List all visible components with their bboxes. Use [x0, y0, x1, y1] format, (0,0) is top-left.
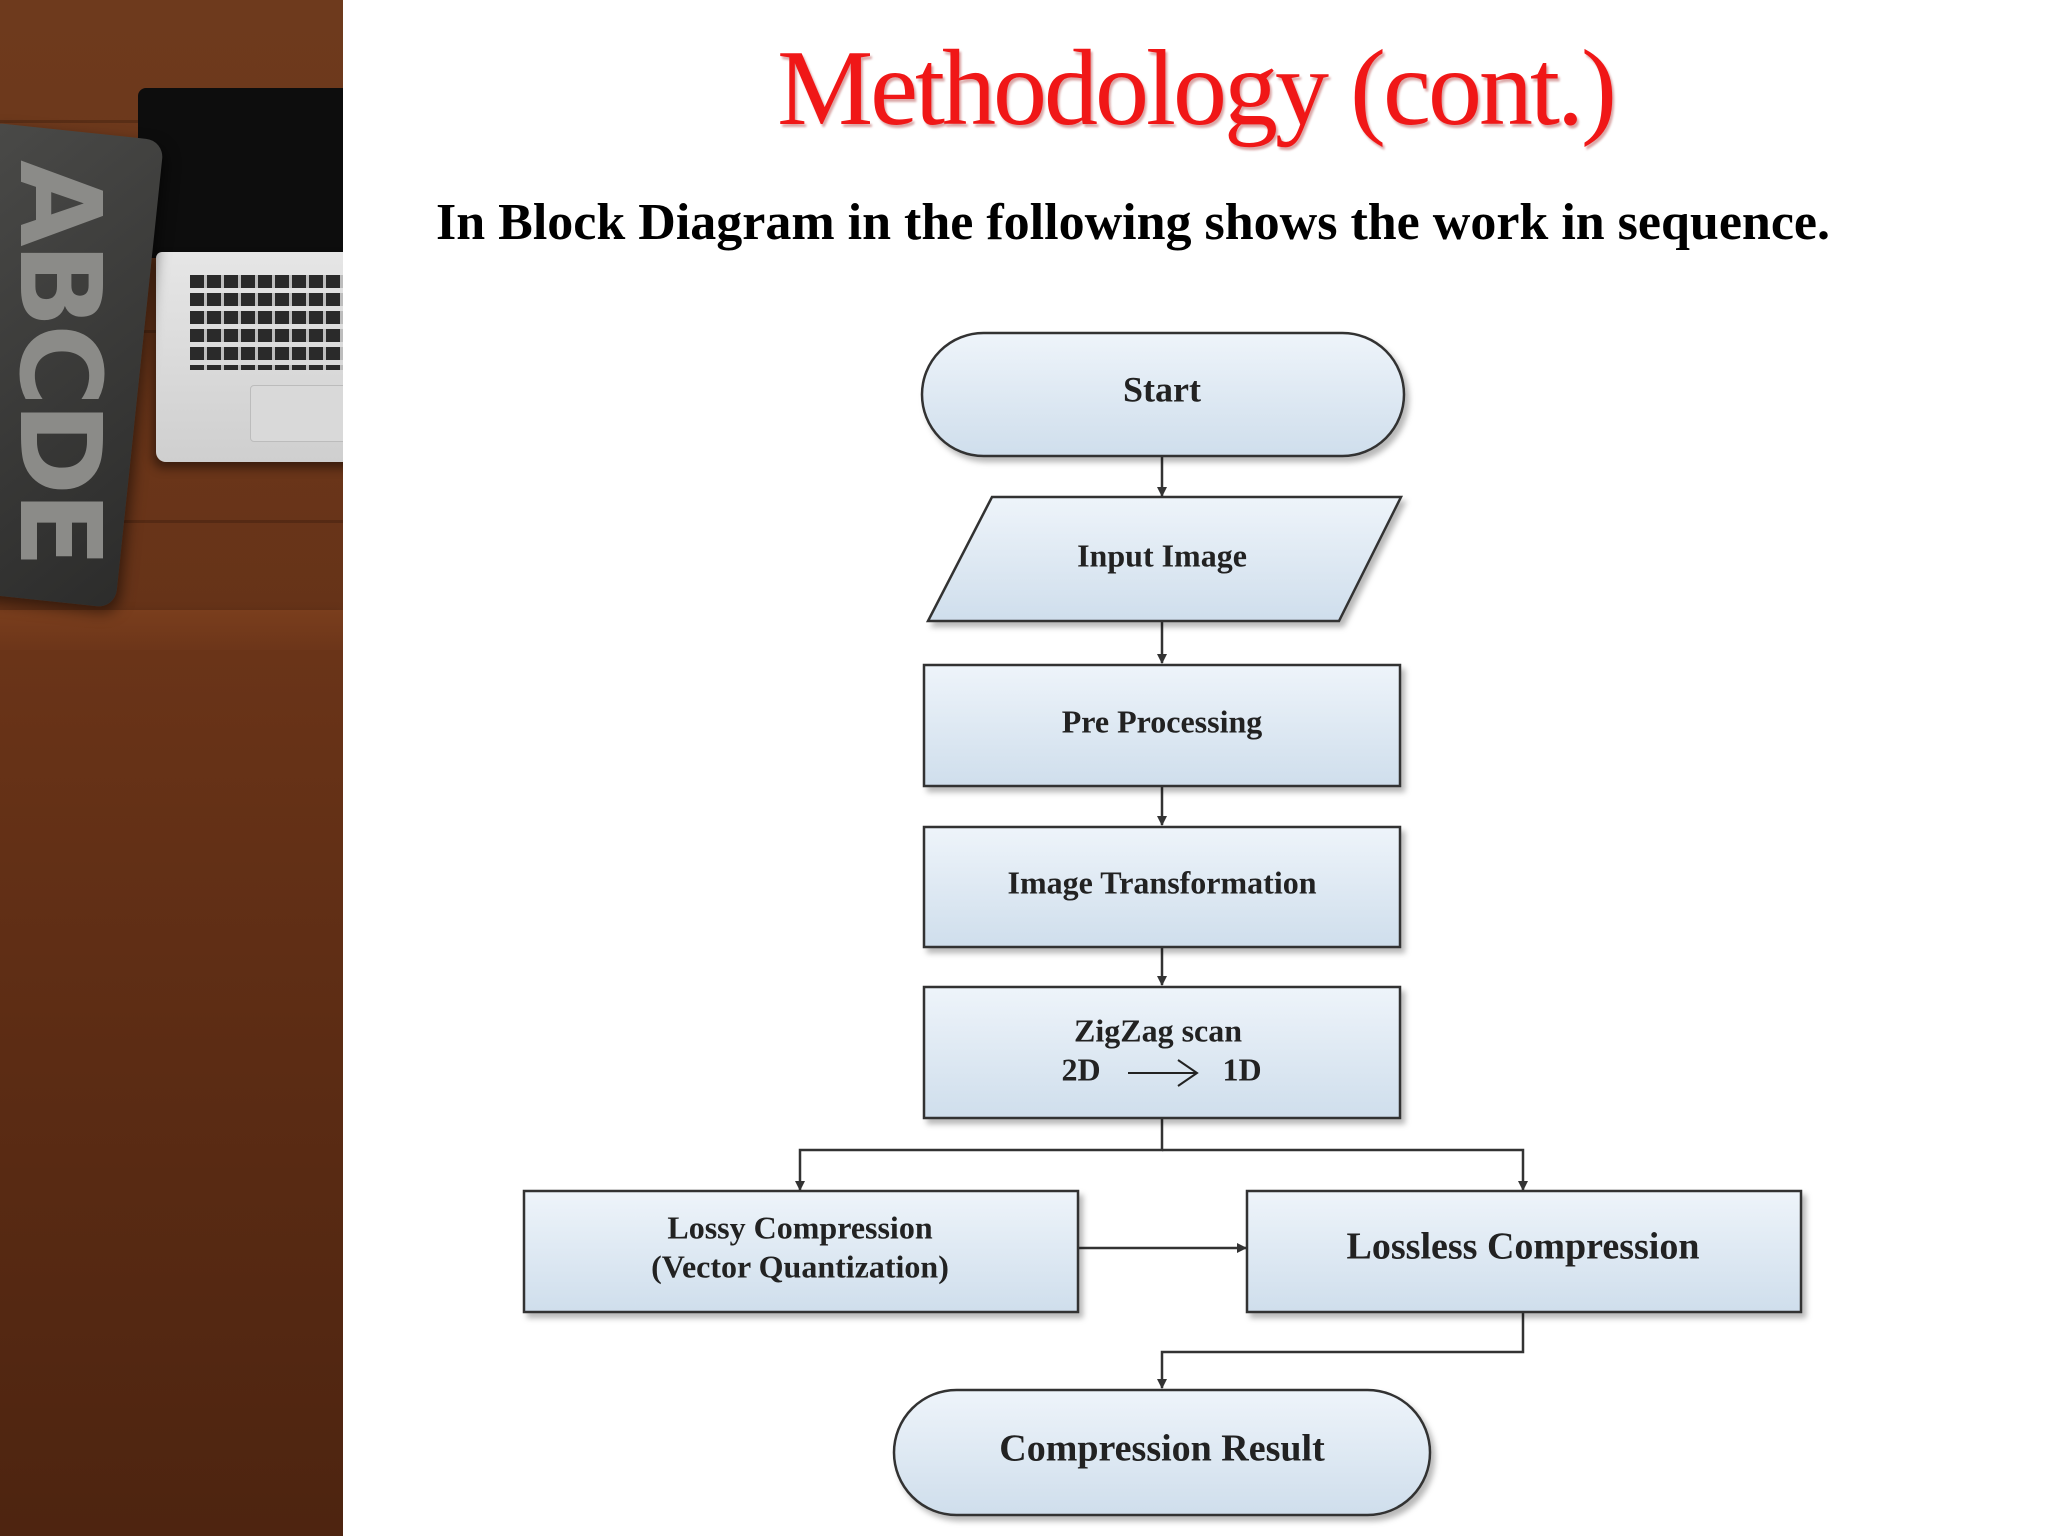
side-photo-decoration: ABCDE	[0, 0, 343, 1536]
diagram-labels: Start Input Image Pre Processing Image T…	[651, 369, 1699, 1469]
floor-plank	[0, 520, 343, 523]
laptop-trackpad	[250, 385, 343, 442]
node-zigzag-from-label: 2D	[1061, 1051, 1100, 1087]
diagram-nodes	[522, 331, 1803, 1517]
laptop-screen	[138, 88, 343, 258]
node-lossless-compression-shape	[1245, 1189, 1803, 1314]
laptop-keyboard	[190, 275, 343, 370]
edge-zigzag-to-lossless-compression	[1162, 1148, 1528, 1191]
diagram-edges	[795, 456, 1528, 1389]
node-input-image-label: Input Image	[1077, 537, 1247, 573]
node-image-transformation-shape	[922, 825, 1402, 949]
zigzag-direction-arrow-icon	[1128, 1059, 1199, 1087]
node-lossy-compression-sublabel: (Vector Quantization)	[651, 1248, 949, 1284]
edge-lossless-to-compression-result	[1157, 1312, 1525, 1389]
node-pre-processing-label: Pre Processing	[1062, 703, 1263, 739]
node-zigzag-scan-label: ZigZag scan	[1074, 1012, 1242, 1048]
node-lossy-compression-label: Lossy Compression	[667, 1209, 932, 1245]
node-lossy-compression-shape	[522, 1189, 1080, 1314]
node-zigzag-to-label: 1D	[1222, 1051, 1261, 1087]
edge-zigzag-to-lossy-compression	[795, 1118, 1164, 1191]
node-lossless-compression-label: Lossless Compression	[1347, 1226, 1700, 1268]
node-image-transformation-label: Image Transformation	[1007, 864, 1316, 900]
node-start-shape	[920, 331, 1406, 458]
sofa-seat	[0, 650, 343, 1536]
node-compression-result-shape	[892, 1388, 1432, 1517]
slide-title: Methodology (cont.)	[777, 29, 1617, 148]
slide-subtitle: In Block Diagram in the following shows …	[436, 194, 1830, 251]
node-pre-processing-shape	[922, 663, 1402, 788]
node-zigzag-scan-shape	[922, 985, 1402, 1120]
node-compression-result-label: Compression Result	[999, 1428, 1325, 1470]
node-start-label: Start	[1123, 369, 1201, 409]
node-input-image-shape	[925, 495, 1404, 623]
